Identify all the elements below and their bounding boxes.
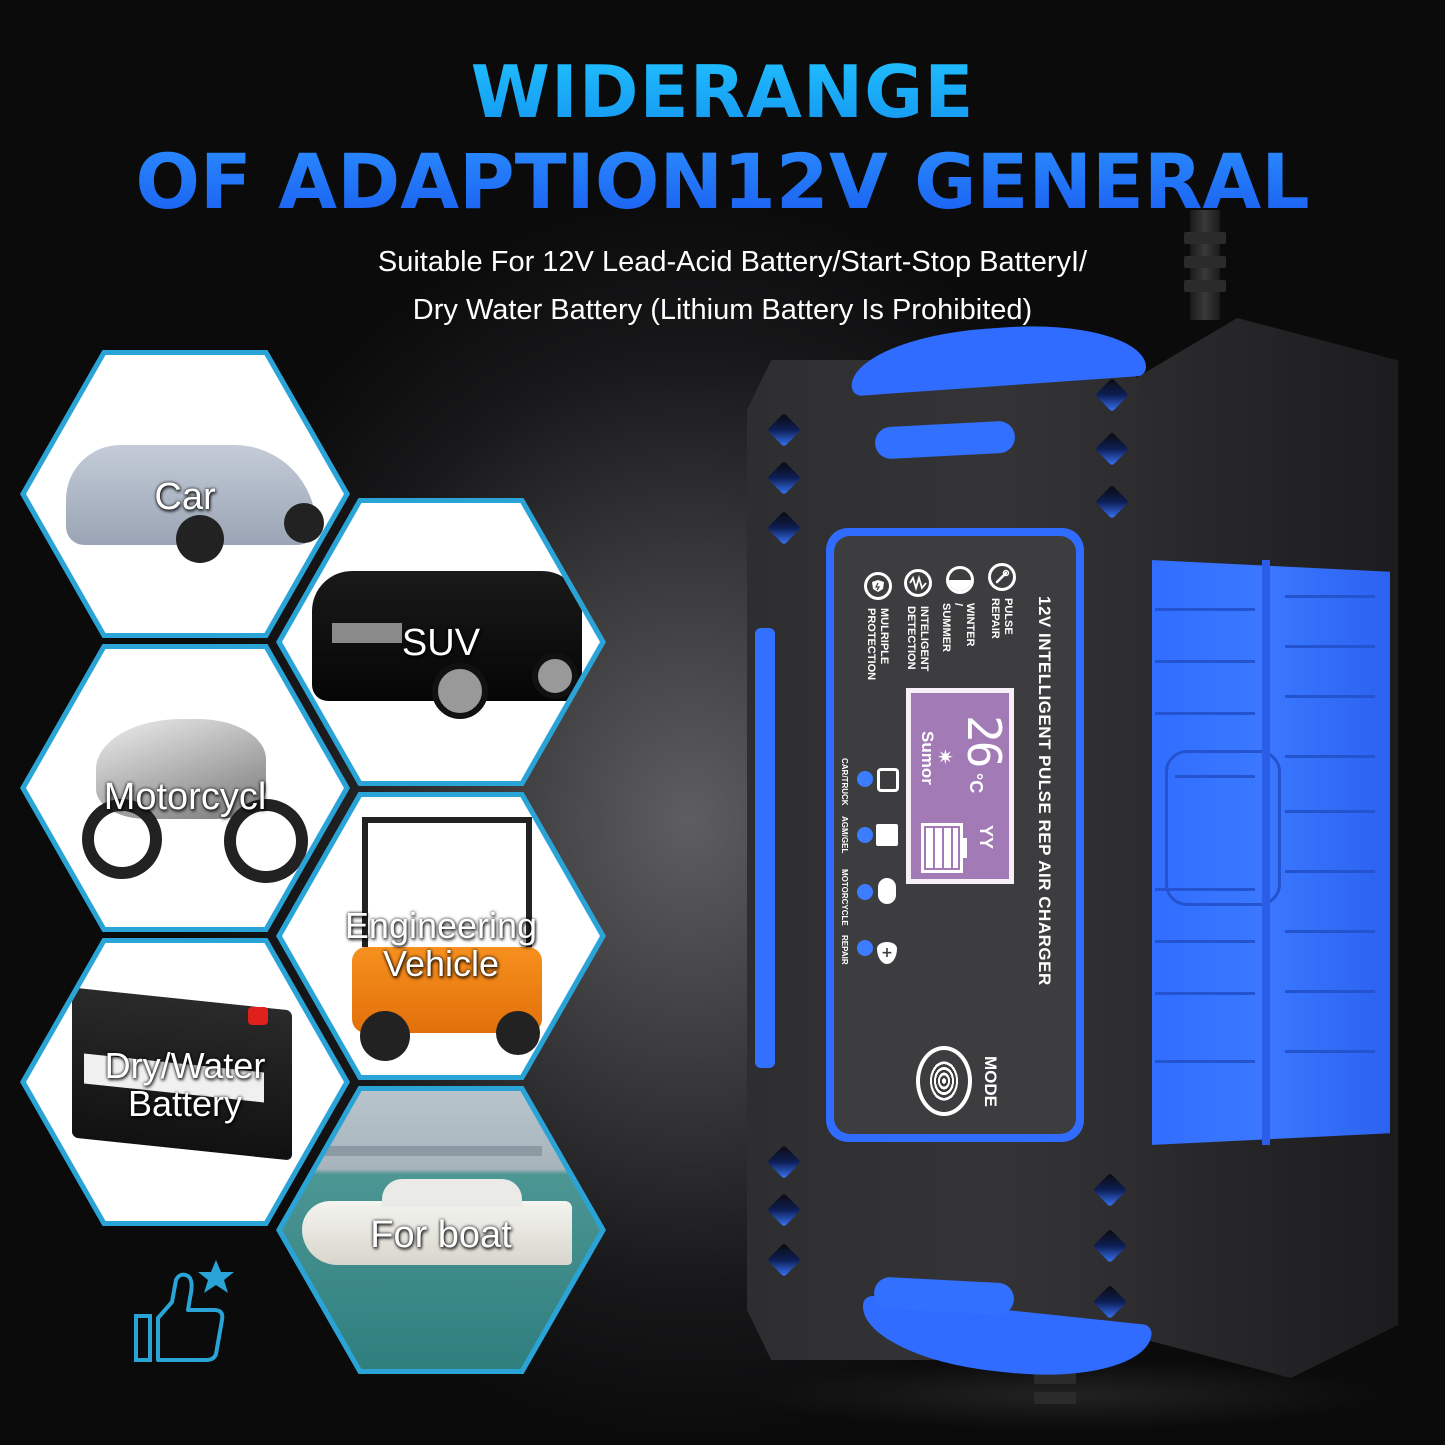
rib [1155, 940, 1255, 943]
yacht-cabin [382, 1179, 522, 1207]
battery-level-icon [921, 823, 967, 873]
sun-icon: ✷ [937, 745, 954, 769]
rib [1155, 660, 1255, 663]
motorcycle-icon [878, 878, 896, 904]
subtitle-line1: Suitable For 12V Lead-Acid Battery/Start… [377, 246, 1088, 278]
rib [1285, 870, 1375, 873]
hex-label-motorcycle: Motorcycl [103, 776, 267, 818]
rib [1285, 810, 1375, 813]
hex-label-suv: SUV [401, 622, 481, 664]
rib [1155, 712, 1255, 715]
mode-label-agm-gel: AGM/GEL [840, 816, 849, 854]
mode-label-repair: REPAIR [840, 935, 849, 965]
waveform-icon [904, 569, 932, 597]
rib [1285, 645, 1375, 648]
yacht-image [302, 1201, 572, 1265]
cable-strain-relief-bottom [1034, 1392, 1076, 1404]
wheel [532, 653, 578, 699]
mode-button[interactable] [916, 1046, 972, 1116]
hex-motorcycle: Motorcycl [20, 644, 350, 932]
lcd-screen: 26 °C Sumor ✷ YY [911, 693, 1011, 879]
led-agm-gel [857, 827, 873, 843]
hex-suv: SUV [276, 498, 606, 786]
cable-strain-relief [1184, 232, 1226, 244]
headline-line2: OF ADAPTION12V GENERAL [0, 140, 1445, 224]
mode-label-motorcycle: MOTORCYCLE [840, 869, 849, 926]
charger-title: 12V INTELLIGENT PULSE REP AIR CHARGER [1035, 596, 1054, 986]
rib [1155, 1060, 1255, 1063]
rib [1285, 1050, 1375, 1053]
shield-bolt-icon [864, 572, 892, 600]
feature-label-winter-summer: WINTER/SUMMER [940, 603, 976, 652]
cable-strain-relief-bottom [1034, 1372, 1076, 1384]
lcd-temperature: 26 [957, 715, 1011, 767]
cable-strain-relief [1184, 280, 1226, 292]
rib [1285, 695, 1375, 698]
led-motorcycle [857, 884, 873, 900]
mode-button-label: MODE [981, 1056, 1000, 1107]
wheel [284, 503, 324, 543]
hex-label-boat: For boat [370, 1214, 512, 1256]
thumbs-up-star-icon [130, 1258, 240, 1368]
lcd-suffix: YY [976, 825, 996, 850]
led-repair [857, 940, 873, 956]
lcd-season: Sumor [918, 731, 937, 785]
hex-car: Car [20, 350, 350, 638]
skyline [322, 1146, 542, 1156]
suv-grille [332, 623, 402, 643]
lcd-display: 26 °C Sumor ✷ YY [906, 688, 1014, 884]
cable-strain-relief [1184, 256, 1226, 268]
left-blue-strip [755, 628, 775, 1068]
shield-plus-icon: + [877, 942, 897, 964]
hex-label-car: Car [154, 476, 216, 518]
side-seam [1262, 560, 1270, 1145]
led-car-truck [857, 771, 873, 787]
mode-label-car-truck: CAR/TRUCK [840, 758, 849, 806]
wrench-icon [988, 563, 1016, 591]
rib [1285, 595, 1375, 598]
rib [1285, 930, 1375, 933]
wheel [176, 515, 224, 563]
wheel [360, 1011, 410, 1061]
car-front-icon [877, 768, 899, 792]
hex-boat: For boat [276, 1086, 606, 1374]
lcd-temperature-unit: °C [966, 773, 986, 794]
headline-line1: WIDERANGE [0, 52, 1445, 132]
rib [1155, 608, 1255, 611]
half-moon-icon [946, 566, 974, 594]
forklift-cage [362, 817, 532, 947]
recessed-grip [1165, 750, 1281, 906]
rib [1285, 755, 1375, 758]
battery-icon [876, 824, 898, 846]
fingerprint-icon [929, 1060, 959, 1102]
wheel [496, 1011, 540, 1055]
wheel [432, 663, 488, 719]
subtitle-line2: Dry Water Battery (Lithium Battery Is Pr… [412, 294, 1033, 326]
rib [1175, 775, 1255, 778]
rib [1155, 888, 1255, 891]
rib [1155, 992, 1255, 995]
rib [1285, 990, 1375, 993]
battery-terminal [248, 1007, 268, 1025]
